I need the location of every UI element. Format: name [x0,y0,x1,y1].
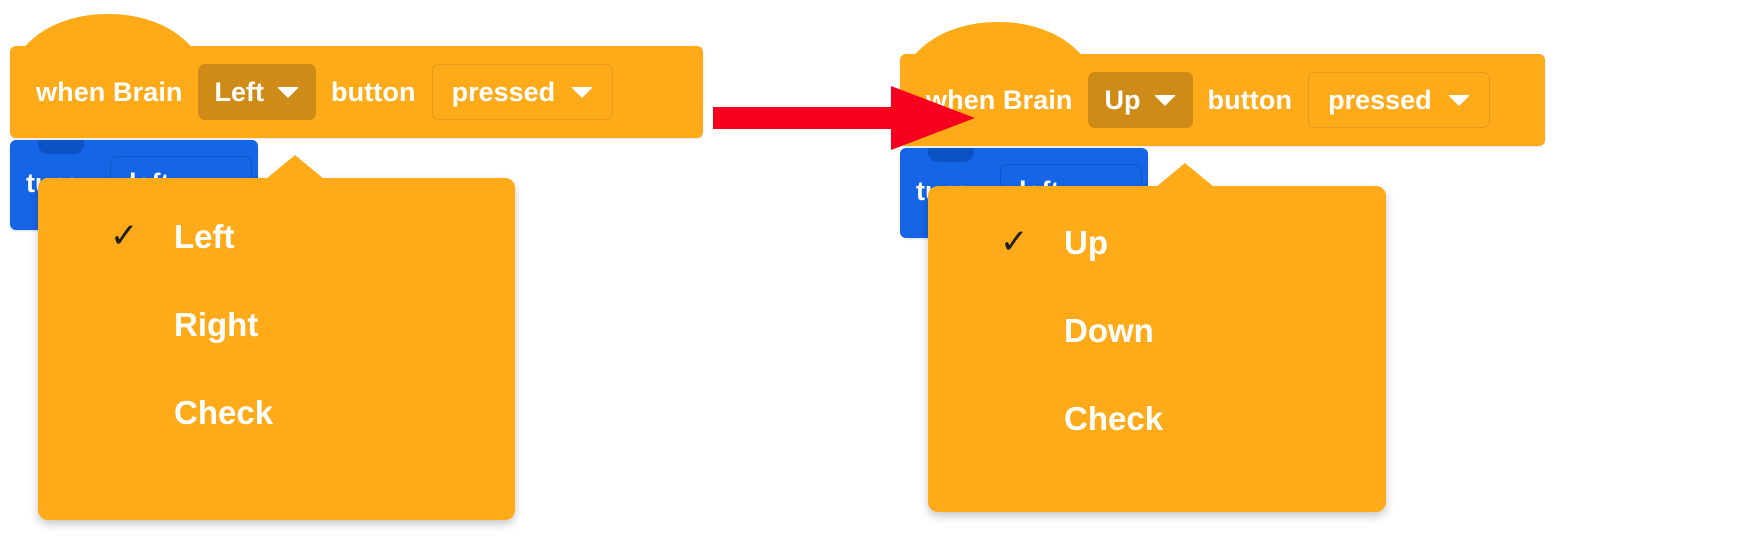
menu-item-label: Check [1064,399,1164,437]
menu-item-label: Down [1064,311,1154,349]
chevron-down-icon [1153,94,1176,106]
before-panel: turn left when Brain Left button pressed [0,0,720,538]
menu-item-2[interactable]: Check [38,368,515,456]
state-dropdown-before[interactable]: pressed [431,64,614,120]
event-block-before[interactable]: when Brain Left button pressed [10,46,703,138]
button-dropdown-value: Up [1104,84,1141,115]
button-dropdown-after[interactable]: Up [1087,72,1193,128]
state-dropdown-after[interactable]: pressed [1308,72,1490,128]
block-notch [38,140,84,154]
button-dropdown-before[interactable]: Left [197,64,317,120]
state-dropdown-value: pressed [1328,84,1432,115]
checkmark-icon: ✓ [110,217,139,255]
chevron-down-icon [277,86,300,98]
event-block-prefix-label: when Brain [926,84,1073,115]
event-block-prefix-label: when Brain [36,76,183,107]
dropdown-menu-before[interactable]: ✓ Left Right Check [38,155,515,520]
state-dropdown-value: pressed [451,76,556,107]
transition-arrow [713,82,979,154]
menu-item-1[interactable]: Right [38,280,515,368]
event-block-mid-label: button [1207,84,1293,115]
menu-item-label: Up [1064,223,1108,261]
menu-item-0[interactable]: ✓ Left [38,192,515,280]
menu-item-0[interactable]: ✓ Up [928,198,1386,286]
chevron-down-icon [571,86,594,98]
block-notch [928,148,974,162]
event-block-mid-label: button [331,76,416,107]
chevron-down-icon [1447,94,1470,106]
checkmark-icon: ✓ [1000,223,1029,261]
event-block-after[interactable]: when Brain Up button pressed [900,54,1545,146]
menu-item-label: Check [174,393,274,431]
menu-item-label: Right [174,305,259,343]
dropdown-menu-after[interactable]: ✓ Up Down Check [928,163,1386,512]
button-dropdown-value: Left [214,76,265,107]
menu-pointer-notch [266,155,324,179]
arrow-right-icon [713,86,975,150]
menu-item-1[interactable]: Down [928,286,1386,374]
menu-pointer-notch [1156,163,1214,187]
menu-item-label: Left [174,217,235,255]
menu-item-2[interactable]: Check [928,374,1386,462]
after-panel: turn left when Brain Up button pressed ✓ [890,0,1742,538]
